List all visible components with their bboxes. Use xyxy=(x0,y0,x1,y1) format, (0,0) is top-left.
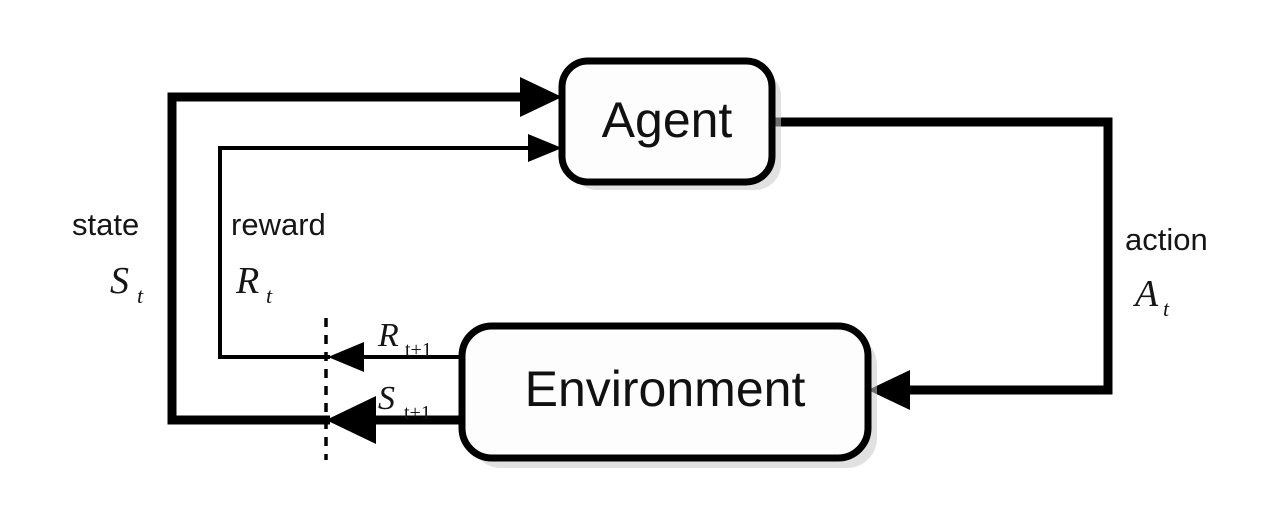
state-next-symbol-subscript: t+1 xyxy=(404,402,431,424)
reward-flow-path xyxy=(218,134,562,359)
reward-next-edge-label: R t+1 xyxy=(377,317,432,361)
state-symbol: S xyxy=(110,260,129,302)
reward-word: reward xyxy=(231,207,326,242)
action-flow-line xyxy=(772,117,1113,395)
reward-edge-label: reward R t xyxy=(231,207,326,308)
reward-next-symbol: R xyxy=(377,317,399,354)
reward-arrowhead-into-agent xyxy=(528,134,562,162)
reward-flow-line xyxy=(218,146,540,359)
agent-node[interactable]: Agent xyxy=(558,57,781,190)
state-edge-label: state S t xyxy=(72,207,144,308)
reward-next-symbol-subscript: t+1 xyxy=(405,339,432,361)
agent-label: Agent xyxy=(602,92,733,148)
state-arrowhead-into-agent xyxy=(520,77,562,117)
state-flow-path xyxy=(167,77,562,425)
state-next-symbol: S xyxy=(378,380,395,417)
action-arrowhead-into-environment xyxy=(868,370,910,410)
reward-next-arrowhead xyxy=(328,342,364,372)
reward-next-flow-path xyxy=(328,342,462,372)
agent-box xyxy=(558,57,776,186)
action-flow-path xyxy=(772,117,1113,410)
state-next-flow-path xyxy=(326,396,462,444)
reward-symbol: R xyxy=(235,260,259,302)
action-edge-label: action A t xyxy=(1125,222,1208,321)
action-word: action xyxy=(1125,222,1208,257)
action-symbol: A xyxy=(1132,273,1159,315)
reward-symbol-subscript: t xyxy=(266,283,273,308)
environment-node[interactable]: Environment xyxy=(458,322,877,468)
state-next-edge-label: S t+1 xyxy=(378,380,431,424)
state-word: state xyxy=(72,207,139,242)
environment-box xyxy=(458,322,872,462)
action-symbol-subscript: t xyxy=(1163,296,1170,321)
state-next-arrowhead xyxy=(326,396,376,444)
state-symbol-subscript: t xyxy=(137,283,144,308)
state-flow-line xyxy=(167,92,535,425)
environment-label: Environment xyxy=(525,361,806,417)
